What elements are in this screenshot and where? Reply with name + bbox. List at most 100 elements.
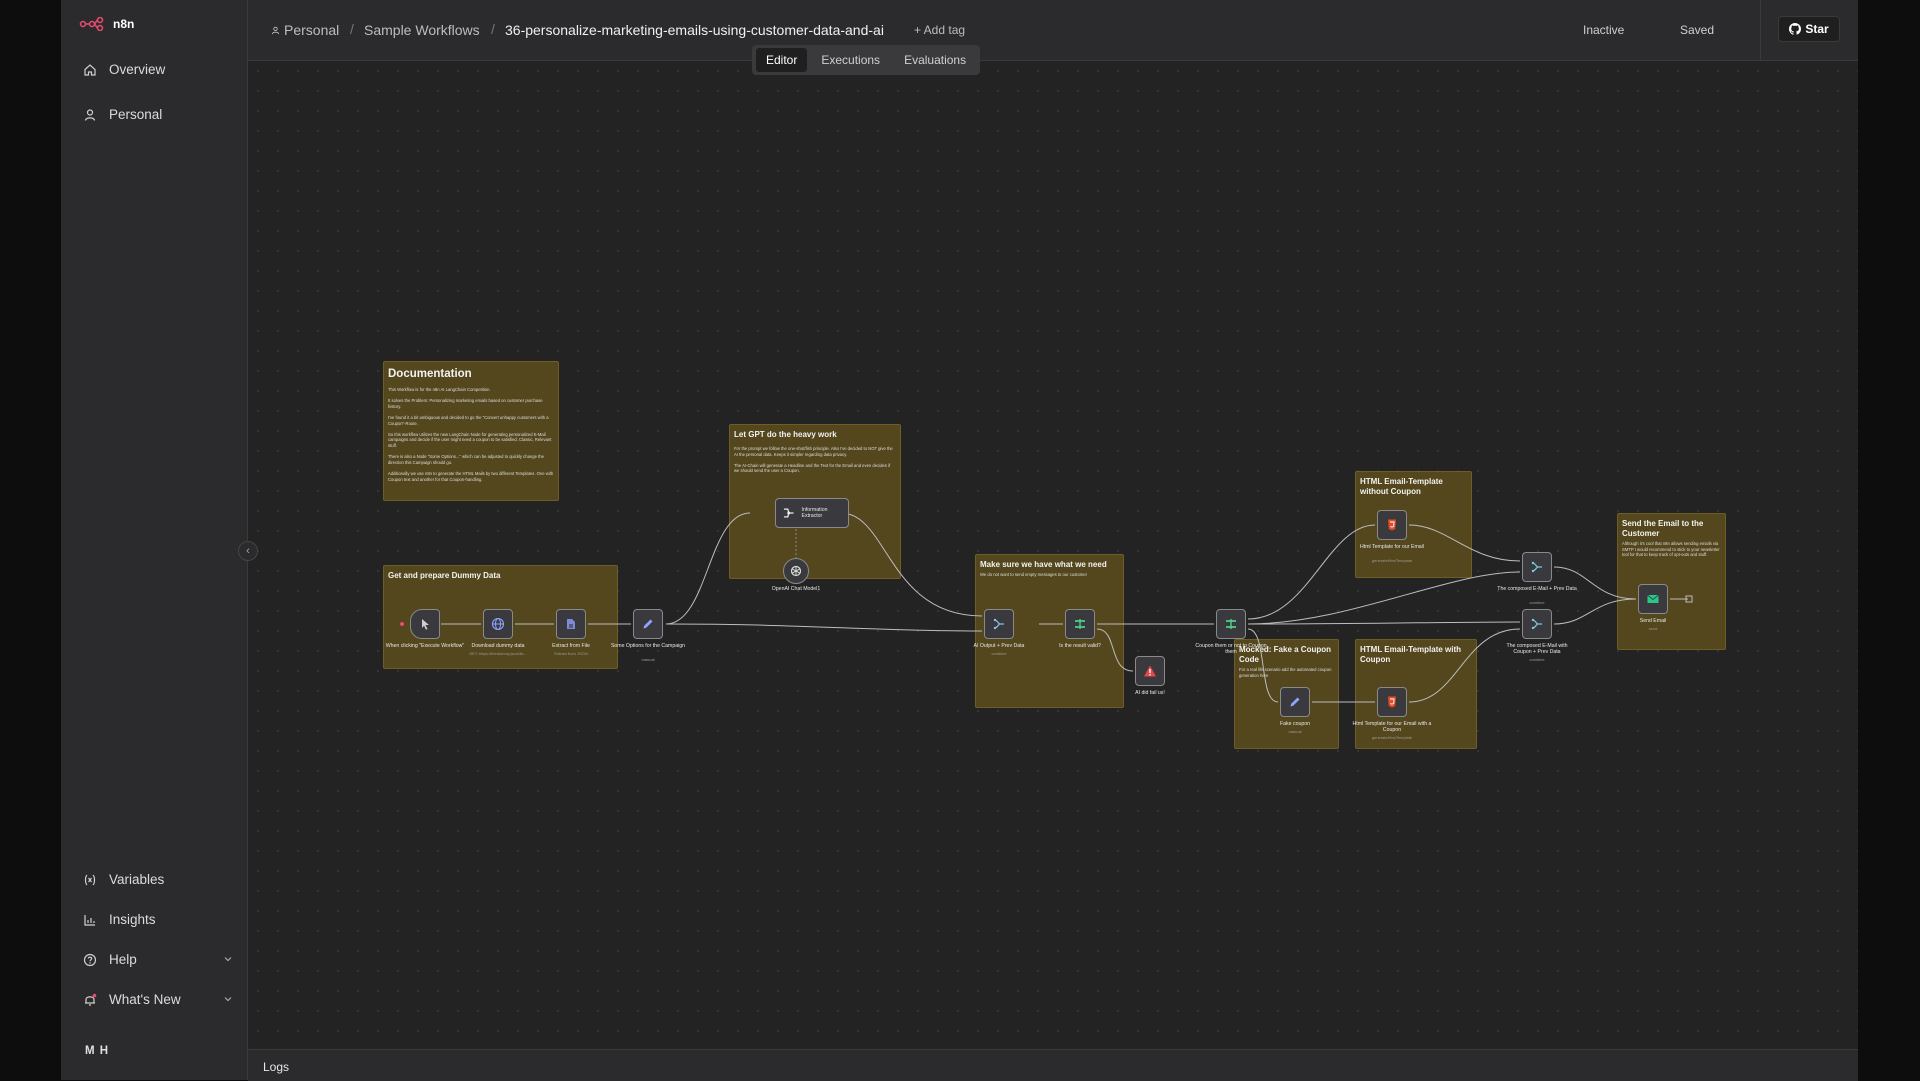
note-body: This Workflow is for the n8n AI LangChai…: [388, 387, 554, 482]
node-label: Html Template for our Email: [1360, 544, 1424, 550]
note-title: Mocked: Fake a Coupon Code: [1239, 645, 1332, 664]
tab-executions[interactable]: Executions: [821, 53, 881, 67]
node-label: Some Options for the Campaign: [610, 643, 686, 649]
chevron-down-icon: [224, 997, 232, 1002]
node-ai-output-merge[interactable]: [984, 609, 1014, 639]
sidebar-item-label: Overview: [109, 62, 166, 77]
node-some-options[interactable]: [633, 609, 663, 639]
node-label: Download dummy data: [471, 643, 525, 649]
file-icon: [567, 619, 575, 629]
node-label: Is the result valid?: [1059, 643, 1101, 649]
node-information-extractor[interactable]: Information Extractor: [775, 498, 849, 528]
node-is-result-valid[interactable]: [1065, 609, 1095, 639]
warning-icon: [1144, 665, 1156, 677]
workflow-canvas[interactable]: Documentation This Workflow is for the n…: [248, 61, 1858, 1049]
node-html-template[interactable]: [1377, 510, 1407, 540]
breadcrumb-sample-workflows[interactable]: Sample Workflows: [364, 22, 480, 38]
node-label: The composed E-Mail + Prev Data: [1497, 586, 1577, 592]
node-extract-from-file[interactable]: [556, 609, 586, 639]
html-icon: [1388, 519, 1396, 531]
tab-evaluations[interactable]: Evaluations: [904, 53, 967, 67]
node-send-email[interactable]: [1638, 584, 1668, 614]
active-status-toggle[interactable]: Inactive: [1583, 23, 1625, 37]
node-openai-chat-model[interactable]: [783, 558, 809, 584]
node-subtitle: generateHtmlTemplate: [1371, 558, 1413, 563]
node-download-dummy-data[interactable]: [483, 609, 513, 639]
node-label: Extract from File: [552, 643, 590, 649]
user-initials[interactable]: M H: [85, 1045, 110, 1057]
merge-icon: [993, 618, 1004, 630]
node-subtitle: manual: [641, 657, 655, 662]
node-ai-did-fail[interactable]: [1135, 656, 1165, 686]
sticky-note-send-email[interactable]: Send the Email to the Customer Although …: [1617, 513, 1726, 650]
node-subtitle: combine: [1529, 657, 1545, 662]
logs-panel[interactable]: Logs: [248, 1049, 1858, 1081]
note-title: Make sure we have what we need: [980, 560, 1107, 569]
bell-icon: [85, 993, 97, 1006]
pencil-icon: [643, 619, 653, 629]
sidebar-item-label: Personal: [109, 107, 163, 122]
breadcrumb-separator: /: [491, 21, 495, 37]
help-icon: [83, 953, 97, 966]
app-window: n8n Overview Personal Variables Insights…: [61, 0, 1858, 1081]
node-html-template-coupon[interactable]: [1377, 687, 1407, 717]
mail-icon: [1647, 594, 1659, 603]
node-composed-email-merge[interactable]: [1522, 552, 1552, 582]
sidebar-item-label: Insights: [109, 912, 156, 927]
logs-label: Logs: [263, 1060, 290, 1074]
sidebar-item-label: Variables: [109, 872, 165, 887]
note-title: Documentation: [388, 368, 472, 380]
home-icon: [84, 63, 96, 76]
node-subtitle: send: [1648, 626, 1658, 631]
collapse-sidebar-button[interactable]: ‹: [238, 541, 258, 561]
if-icon: [1226, 619, 1236, 629]
sticky-note-documentation[interactable]: Documentation This Workflow is for the n…: [383, 361, 559, 501]
user-icon: [84, 108, 96, 121]
header-divider: [1760, 0, 1761, 60]
sidebar-item-personal[interactable]: Personal: [83, 107, 233, 122]
sidebar-item-variables[interactable]: Variables: [83, 872, 233, 887]
node-label: When clicking "Execute Workflow": [385, 643, 465, 649]
node-label: AI Output + Prev Data: [973, 643, 1025, 649]
star-label: Star: [1805, 22, 1829, 36]
sidebar-item-overview[interactable]: Overview: [83, 62, 233, 77]
if-icon: [1075, 619, 1085, 629]
saved-status: Saved: [1680, 23, 1715, 37]
node-manual-trigger[interactable]: [410, 609, 440, 639]
node-subtitle: manual: [1288, 729, 1302, 734]
node-composed-email-coupon-merge[interactable]: [1522, 609, 1552, 639]
extractor-icon: [783, 508, 794, 518]
sidebar-item-whats-new[interactable]: What's New: [83, 992, 233, 1007]
sidebar: n8n Overview Personal Variables Insights…: [61, 0, 248, 1080]
sidebar-item-insights[interactable]: Insights: [83, 912, 233, 927]
note-body: For the prompt we follow the one-shot/fi…: [734, 446, 893, 474]
node-label: Fake coupon: [1280, 721, 1310, 727]
sticky-note-html-no-coupon[interactable]: HTML Email-Template without Coupon: [1355, 471, 1472, 578]
node-label: Information Extractor: [801, 507, 828, 519]
breadcrumb-personal[interactable]: Personal: [271, 22, 339, 38]
variables-icon: [84, 874, 96, 885]
add-tag-button[interactable]: + Add tag: [914, 23, 966, 37]
note-title: HTML Email-Template with Coupon: [1360, 645, 1462, 664]
github-star-button[interactable]: Star: [1778, 16, 1840, 42]
connections-layer: [400, 512, 1693, 703]
sidebar-item-help[interactable]: Help: [83, 952, 233, 967]
n8n-logo-icon: [79, 17, 104, 31]
node-subtitle: combine: [1529, 600, 1545, 605]
breadcrumb-separator: /: [350, 21, 354, 37]
note-body: We do not want to send empty messages to…: [980, 572, 1087, 577]
workflow-name[interactable]: 36-personalize-marketing-emails-using-cu…: [505, 22, 884, 38]
sticky-note-html-coupon[interactable]: HTML Email-Template with Coupon: [1355, 639, 1477, 749]
n8n-logo[interactable]: n8n: [79, 17, 134, 31]
node-coupon-decision[interactable]: [1216, 609, 1246, 639]
breadcrumb-label: 36-personalize-marketing-emails-using-cu…: [505, 22, 884, 38]
breadcrumb-label: Personal: [284, 22, 340, 38]
node-fake-coupon[interactable]: [1280, 687, 1310, 717]
cursor-icon: [422, 619, 429, 630]
sidebar-item-label: What's New: [109, 992, 181, 1007]
tab-editor[interactable]: Editor: [756, 48, 808, 72]
view-tabs: Editor Executions Evaluations: [752, 45, 981, 75]
merge-icon: [1531, 618, 1542, 630]
openai-icon: [790, 565, 802, 577]
node-label: Coupon them or not to Coupon them: [1195, 643, 1267, 655]
